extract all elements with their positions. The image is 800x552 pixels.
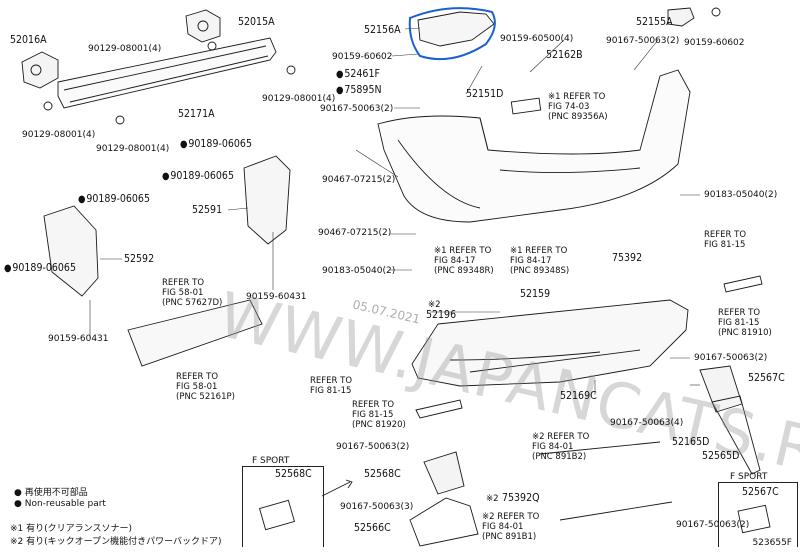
part-label-90129-08001-b[interactable]: 90129-08001(4): [262, 94, 336, 104]
part-label-90159-60500[interactable]: 90159-60500(4): [500, 34, 574, 44]
part-label-90167-50063-a[interactable]: 90167-50063(2): [320, 104, 394, 114]
fsport-label-right: F SPORT: [730, 472, 768, 482]
part-label-75895N[interactable]: 75895N: [336, 84, 381, 97]
part-label-90183-05040-a[interactable]: 90183-05040(2): [322, 266, 396, 276]
part-label-52171A[interactable]: 52171A: [178, 107, 215, 120]
fsport-frame-right: [718, 482, 798, 547]
refer-note-fig-58-01-b[interactable]: REFER TO FIG 58-01 (PNC 52161P): [176, 372, 235, 402]
part-label-52015A[interactable]: 52015A: [238, 15, 275, 28]
part-label-52151D[interactable]: 52151D: [466, 87, 504, 100]
part-label-52016A[interactable]: 52016A: [10, 33, 47, 46]
part-label-90129-08001-c[interactable]: 90129-08001(4): [22, 130, 96, 140]
part-label-90183-05040-b[interactable]: 90183-05040(2): [704, 190, 778, 200]
part-label-90159-60431-b[interactable]: 90159-60431: [48, 334, 109, 344]
part-label-52162B[interactable]: 52162B: [546, 48, 583, 61]
part-label-52567C-a[interactable]: 52567C: [748, 371, 785, 384]
part-label-90189-06065-b[interactable]: 90189-06065: [162, 170, 234, 183]
refer-note-fig-84-01-b[interactable]: ※2 REFER TO FIG 84-01 (PNC 891B1): [482, 512, 540, 542]
part-label-52159[interactable]: 52159: [520, 287, 551, 300]
part-label-52592[interactable]: 52592: [124, 252, 155, 265]
highlight-ring: [408, 7, 496, 61]
part-label-52567C-b[interactable]: 52567C: [742, 485, 779, 498]
figure-code: 523655F: [752, 538, 792, 548]
refer-note-fig-81-15-c[interactable]: REFER TO FIG 81-15: [704, 230, 747, 250]
part-label-75392Q[interactable]: 75392Q: [502, 491, 540, 504]
part-label-52568C-a[interactable]: 52568C: [275, 467, 312, 480]
legend-note-2: ※2 有り(キックオープン機能付きパワーバックドア): [10, 537, 222, 547]
part-label-52566C[interactable]: 52566C: [354, 521, 391, 534]
part-label-90189-06065-a[interactable]: 90189-06065: [180, 138, 252, 151]
refer-note-fig-81-15-a[interactable]: REFER TO FIG 81-15: [310, 376, 353, 396]
refer-note-fig-58-01-a[interactable]: REFER TO FIG 58-01 (PNC 57627D): [162, 278, 223, 308]
part-label-90159-60431-a[interactable]: 90159-60431: [246, 292, 307, 302]
part-label-52565D[interactable]: 52565D: [702, 449, 740, 462]
part-label-90167-50063-b[interactable]: 90167-50063(2): [606, 36, 680, 46]
part-label-52196[interactable]: 52196: [426, 308, 457, 321]
refer-note-fig-84-17-b[interactable]: ※1 REFER TO FIG 84-17 (PNC 89348S): [510, 246, 570, 276]
part-label-90167-50063-c[interactable]: 90167-50063(2): [694, 353, 768, 363]
note-mark-75392Q: ※2: [486, 494, 499, 504]
part-label-90167-50063-f[interactable]: 90167-50063(3): [340, 502, 414, 512]
refer-note-fig-84-01-a[interactable]: ※2 REFER TO FIG 84-01 (PNC 891B2): [532, 432, 590, 462]
part-label-52155A[interactable]: 52155A: [636, 15, 673, 28]
part-label-90189-06065-c[interactable]: 90189-06065: [78, 193, 150, 206]
part-label-90159-60602-a[interactable]: 90159-60602: [332, 52, 393, 62]
part-label-90167-50063-g[interactable]: 90167-50063(2): [676, 520, 750, 530]
part-label-52165D[interactable]: 52165D: [672, 435, 710, 448]
part-label-75392[interactable]: 75392: [612, 251, 643, 264]
part-label-52156A[interactable]: 52156A: [364, 23, 401, 36]
part-label-90167-50063-e[interactable]: 90167-50063(2): [336, 442, 410, 452]
part-label-90159-60602-b[interactable]: 90159-60602: [684, 38, 745, 48]
legend-bullet-jp: 再使用不可部品: [24, 488, 88, 498]
part-label-90129-08001-a[interactable]: 90129-08001(4): [88, 44, 162, 54]
refer-note-fig-81-15-b[interactable]: REFER TO FIG 81-15 (PNC 81920): [352, 400, 406, 430]
refer-note-fig-81-15-d[interactable]: REFER TO FIG 81-15 (PNC 81910): [718, 308, 772, 338]
note-mark-52196: ※2: [428, 300, 441, 310]
part-label-90129-08001-d[interactable]: 90129-08001(4): [96, 144, 170, 154]
part-label-90189-06065-d[interactable]: 90189-06065: [4, 262, 76, 275]
refer-note-fig-84-17-a[interactable]: ※1 REFER TO FIG 84-17 (PNC 89348R): [434, 246, 494, 276]
part-label-52591[interactable]: 52591: [192, 203, 223, 216]
part-label-52568C-b[interactable]: 52568C: [364, 467, 401, 480]
fsport-label-left: F SPORT: [252, 456, 290, 466]
bullet-icon: ●: [14, 499, 22, 509]
part-label-90467-07215-b[interactable]: 90467-07215(2): [318, 228, 392, 238]
part-label-90167-50063-d[interactable]: 90167-50063(4): [610, 418, 684, 428]
part-label-52461F[interactable]: 52461F: [336, 68, 380, 81]
part-label-90467-07215-a[interactable]: 90467-07215(2): [322, 175, 396, 185]
refer-note-fig-74-03[interactable]: ※1 REFER TO FIG 74-03 (PNC 89356A): [548, 92, 608, 122]
legend-bullet-en: Non-reusable part: [24, 499, 106, 509]
legend-note-1: ※1 有り(クリアランスソナー): [10, 524, 132, 534]
fsport-frame-left: [242, 466, 324, 547]
bullet-icon: ●: [14, 488, 22, 498]
part-label-52169C[interactable]: 52169C: [560, 389, 597, 402]
legend: ● 再使用不可部品 ● Non-reusable part: [14, 488, 106, 510]
